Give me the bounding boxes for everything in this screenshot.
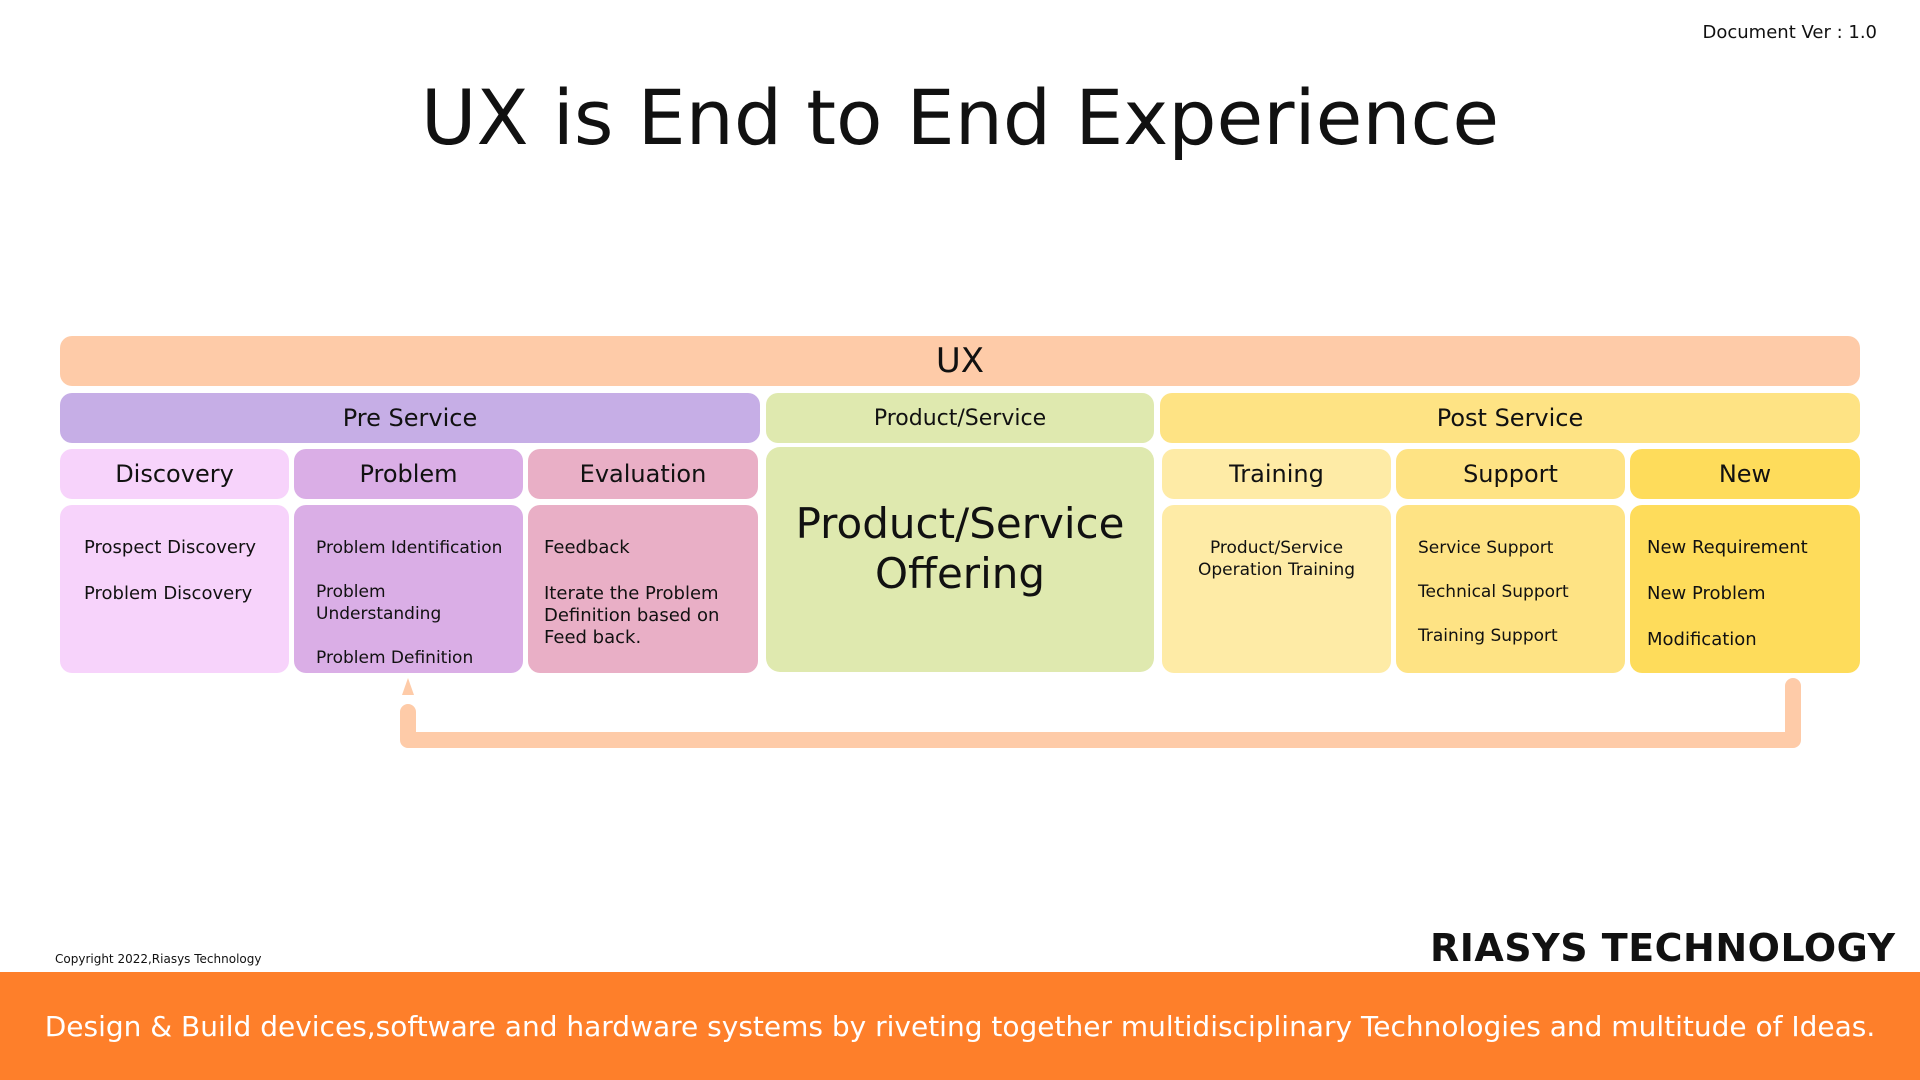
product-service-bar: Product/Service bbox=[766, 393, 1154, 443]
stage-discovery: Discovery bbox=[60, 449, 289, 499]
detail-item: Modification bbox=[1647, 629, 1757, 650]
detail-item: Training Support bbox=[1418, 626, 1558, 646]
problem-details: Problem Identification Problem Understan… bbox=[294, 505, 523, 673]
product-offering-box: Product/Service Offering bbox=[766, 447, 1154, 672]
support-details: Service Support Technical Support Traini… bbox=[1396, 505, 1625, 673]
detail-item: Prospect Discovery bbox=[84, 537, 257, 558]
ux-bar: UX bbox=[60, 336, 1860, 386]
footer-tagline: Design & Build devices,software and hard… bbox=[0, 972, 1920, 1080]
detail-item: Problem Understanding bbox=[316, 582, 442, 624]
pre-service-bar: Pre Service bbox=[60, 393, 760, 443]
post-service-bar: Post Service bbox=[1160, 393, 1860, 443]
detail-item: Problem Definition bbox=[316, 648, 474, 668]
detail-item: Iterate the Problem Definition based on … bbox=[544, 583, 720, 648]
detail-item: New Problem bbox=[1647, 583, 1766, 604]
detail-item: Service Support bbox=[1418, 538, 1554, 558]
document-version: Document Ver : 1.0 bbox=[1702, 22, 1878, 43]
stage-training: Training bbox=[1162, 449, 1391, 499]
copyright-text: Copyright 2022,Riasys Technology bbox=[55, 952, 262, 966]
stage-new: New bbox=[1630, 449, 1860, 499]
stage-support: Support bbox=[1396, 449, 1625, 499]
evaluation-details: Feedback Iterate the Problem Definition … bbox=[528, 505, 758, 673]
training-details: Product/Service Operation Training bbox=[1162, 505, 1391, 673]
new-details: New Requirement New Problem Modification bbox=[1630, 505, 1860, 673]
detail-item: Product/Service Operation Training bbox=[1197, 538, 1356, 580]
detail-item: Problem Identification bbox=[316, 538, 503, 558]
detail-item: New Requirement bbox=[1647, 537, 1808, 558]
stage-evaluation: Evaluation bbox=[528, 449, 758, 499]
detail-item: Technical Support bbox=[1418, 582, 1569, 602]
discovery-details: Prospect Discovery Problem Discovery bbox=[60, 505, 289, 673]
stage-problem: Problem bbox=[294, 449, 523, 499]
detail-item: Problem Discovery bbox=[84, 583, 253, 604]
page-title: UX is End to End Experience bbox=[420, 73, 1500, 162]
detail-item: Feedback bbox=[544, 537, 630, 558]
brand-logo-text: RIASYS TECHNOLOGY bbox=[1430, 926, 1896, 970]
